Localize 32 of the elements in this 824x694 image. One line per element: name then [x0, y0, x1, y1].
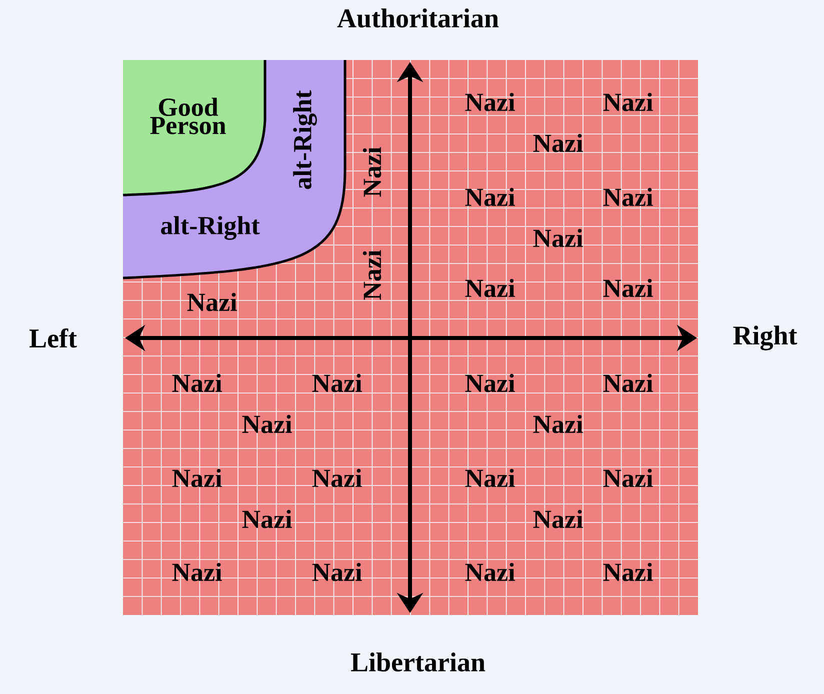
grid-label: Nazi [312, 468, 362, 488]
grid-label: Nazi [603, 562, 653, 582]
grid-label: Nazi [603, 374, 653, 392]
grid-label: Nazi [533, 510, 583, 528]
grid-label: Nazi [533, 134, 583, 152]
grid-label: Nazi [187, 292, 237, 312]
grid-label: Nazi [533, 228, 583, 248]
grid-label: Nazi [603, 188, 653, 206]
axis-label: Left [29, 328, 77, 348]
grid-label: Nazi [465, 374, 515, 392]
grid-label: Nazi [465, 188, 515, 206]
grid-label: Nazi [603, 468, 653, 488]
grid-label: Nazi [465, 278, 515, 298]
grid-label: Nazi [172, 562, 222, 582]
grid-label: Nazi [533, 414, 583, 434]
grid-label: Nazi [312, 374, 362, 392]
grid-label: Nazi [242, 414, 292, 434]
grid-label: Nazi [465, 468, 515, 488]
grid-label: Nazi [603, 92, 653, 112]
grid-label: Nazi [603, 278, 653, 298]
axis-label: Right [733, 326, 798, 350]
grid-label: Nazi [312, 562, 362, 582]
region: Good Person [122, 60, 266, 196]
axis-label: Authoritarian [337, 8, 499, 28]
grid-label: Nazi [172, 468, 222, 488]
grid-label: Nazi [242, 510, 292, 528]
axis-label: Libertarian [350, 652, 486, 672]
grid-label: Nazi [362, 147, 382, 197]
grid-label: Nazi [465, 562, 515, 582]
grid-label: Nazi [362, 250, 382, 300]
grid-label: Nazi [172, 374, 222, 392]
grid-label: Nazi [465, 92, 515, 112]
